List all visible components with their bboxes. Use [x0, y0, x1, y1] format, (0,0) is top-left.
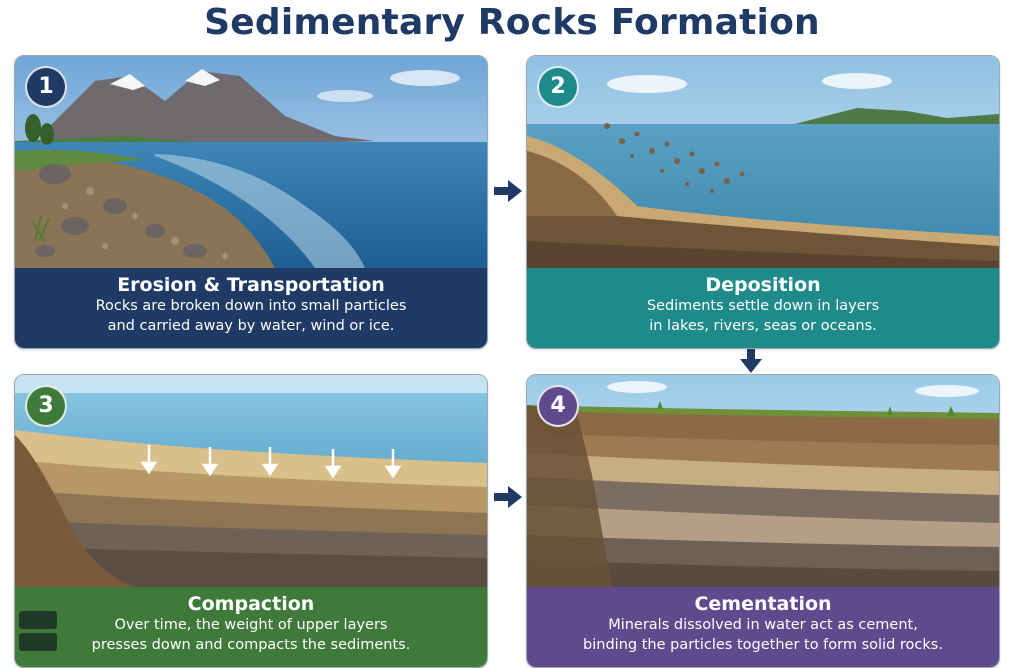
- step-card-cementation: 4 Cementation Minerals dissolved in wate…: [526, 374, 1000, 668]
- legend-swatch: [19, 633, 57, 651]
- deposition-scene-illustration: [527, 56, 999, 268]
- step-number-badge: 2: [537, 66, 579, 108]
- legend-swatch: [19, 611, 57, 629]
- arrow-right-icon: [494, 486, 522, 508]
- compaction-scene-illustration: [15, 375, 487, 587]
- step-description-line: and carried away by water, wind or ice.: [107, 318, 395, 334]
- step-caption: Cementation Minerals dissolved in water …: [527, 587, 999, 667]
- step-caption: Erosion & Transportation Rocks are broke…: [15, 268, 487, 348]
- cementation-scene-illustration: [527, 375, 999, 587]
- step-number-badge: 3: [25, 385, 67, 427]
- pressure-arrows: [140, 445, 402, 479]
- step-card-deposition: 2 Deposition Sediments settle down in la…: [526, 55, 1000, 349]
- arrow-right-icon: [494, 180, 522, 202]
- step-number-badge: 4: [537, 385, 579, 427]
- arrow-down-icon: [740, 349, 762, 373]
- step-card-compaction: 3 Compaction Over time, the weight of up…: [14, 374, 488, 668]
- step-card-erosion: 1 Erosion & Transportation Rocks are bro…: [14, 55, 488, 349]
- step-description-line: Over time, the weight of upper layers: [114, 617, 388, 633]
- step-title: Erosion & Transportation: [117, 274, 385, 296]
- step-title: Compaction: [187, 593, 315, 615]
- step-description-line: binding the particles together to form s…: [583, 637, 943, 653]
- step-description-line: in lakes, rivers, seas or oceans.: [649, 318, 877, 334]
- step-description-line: presses down and compacts the sediments.: [91, 637, 411, 653]
- step-title: Cementation: [694, 593, 832, 615]
- page-title: Sedimentary Rocks Formation: [204, 2, 820, 43]
- step-caption: Compaction Over time, the weight of uppe…: [15, 587, 487, 667]
- step-title: Deposition: [705, 274, 821, 296]
- step-description-line: Sediments settle down in layers: [646, 298, 880, 314]
- erosion-scene-illustration: [15, 56, 487, 268]
- step-number-badge: 1: [25, 66, 67, 108]
- step-description-line: Rocks are broken down into small particl…: [95, 298, 407, 314]
- step-caption: Deposition Sediments settle down in laye…: [527, 268, 999, 348]
- step-description-line: Minerals dissolved in water act as cemen…: [608, 617, 918, 633]
